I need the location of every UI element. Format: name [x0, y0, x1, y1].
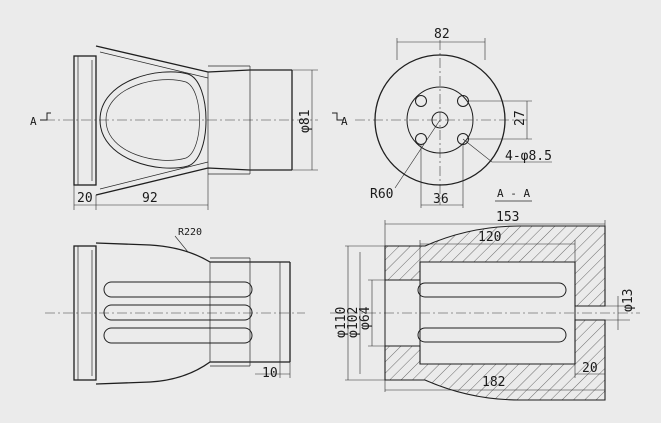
body-outline-top: [95, 242, 290, 263]
dim-circle-width: 82: [434, 27, 450, 42]
label-r60: R60: [370, 187, 393, 202]
end-view: A 82 27 36 R60 4-φ8.5 A - A: [332, 27, 552, 208]
body-outline-bottom-inner: [99, 161, 209, 190]
section-title: A - A: [497, 187, 530, 200]
center-hole: [431, 111, 449, 129]
dim-circle-vertical: 27: [513, 110, 528, 126]
dim-sec-d102: φ102: [346, 307, 361, 338]
oval-window-inner: [105, 79, 200, 161]
body-outline-top: [95, 45, 292, 73]
dim-sec-153: 153: [496, 210, 519, 225]
outer-circle: [374, 54, 506, 186]
body-outline-bottom: [95, 167, 292, 196]
dim-sec-120: 120: [478, 230, 501, 245]
body-outline-top-inner: [99, 51, 209, 79]
slot: [103, 327, 253, 344]
dim-top-diameter: φ81: [298, 110, 313, 133]
dim-sec-20: 20: [582, 361, 598, 376]
r60-leader: [394, 119, 441, 189]
side-view-top: A φ81 20 92: [30, 45, 318, 210]
section-label-right: A: [341, 115, 348, 128]
section-mark-left: [40, 112, 51, 121]
slot: [417, 282, 567, 298]
label-r220: R220: [178, 227, 202, 238]
plan-view: R220 10: [45, 227, 305, 385]
dim-sec-d13: φ13: [621, 289, 636, 312]
dim-top-flange: 20: [77, 191, 93, 206]
slot: [417, 327, 567, 343]
bolt-circle: [406, 86, 474, 154]
slot: [103, 281, 253, 298]
dim-bottom-flange: 10: [262, 366, 278, 381]
dim-sec-d110: φ110: [334, 307, 349, 338]
mount-hole: [415, 95, 427, 107]
slot: [103, 304, 253, 321]
dim-sec-182: 182: [482, 375, 505, 390]
label-holes: 4-φ8.5: [505, 149, 552, 164]
dim-circle-bottom: 36: [433, 192, 449, 207]
oval-window: [99, 71, 207, 169]
section-wall-top: [384, 225, 606, 307]
holes-leader: [462, 138, 552, 163]
section-mark-right: [332, 112, 343, 121]
dim-top-body: 92: [142, 191, 158, 206]
section-view: 153 120 φ110 φ102 φ64 φ13 20 182: [330, 210, 640, 401]
body-outline-bottom: [95, 361, 290, 385]
dim-sec-d64: φ64: [358, 306, 373, 330]
r220-leader: [174, 235, 189, 253]
flange: [73, 55, 97, 186]
flange: [73, 245, 97, 381]
section-label-left: A: [30, 115, 37, 128]
mount-hole: [415, 133, 427, 145]
